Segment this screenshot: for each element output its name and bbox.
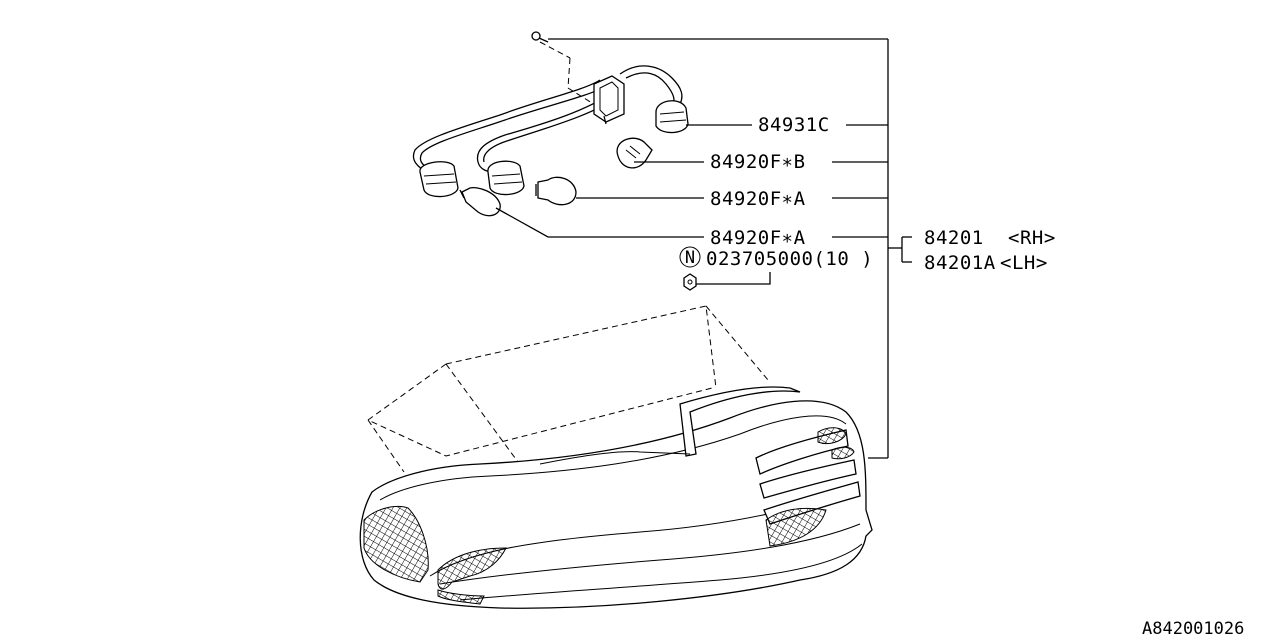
assembly-bracket: [548, 38, 912, 459]
wiring-harness: [412, 65, 689, 198]
nut-icon: [683, 273, 697, 291]
callout-harness: 84931C: [758, 114, 830, 136]
callout-bulb-b: 84920F∗B: [710, 151, 806, 173]
screw-icon: [531, 31, 549, 43]
rh-part-number: 84201: [924, 227, 984, 249]
callout-bulb-a-upper: 84920F∗A: [710, 188, 806, 210]
nut-marker: N: [679, 246, 701, 268]
bulb-b-icon: [616, 137, 653, 169]
lh-side-label: <LH>: [1000, 252, 1048, 274]
leader-lines: [495, 124, 771, 285]
drawing-reference: A842001026: [1142, 619, 1244, 639]
lh-part-number: 84201A: [924, 252, 996, 274]
nut-marker-letter: N: [685, 248, 695, 268]
rh-side-label: <RH>: [1008, 227, 1056, 249]
screw-dashed-leaders: [539, 41, 601, 109]
callout-nut: 023705000(10 ): [706, 248, 873, 270]
lens-dashed-projection: [367, 305, 769, 473]
callout-bulb-a-lower: 84920F∗A: [710, 227, 806, 249]
bulb-a-upper-icon: [535, 176, 577, 206]
bulb-a-lower-icon: [459, 186, 501, 217]
rear-lamp-body: [359, 386, 873, 609]
